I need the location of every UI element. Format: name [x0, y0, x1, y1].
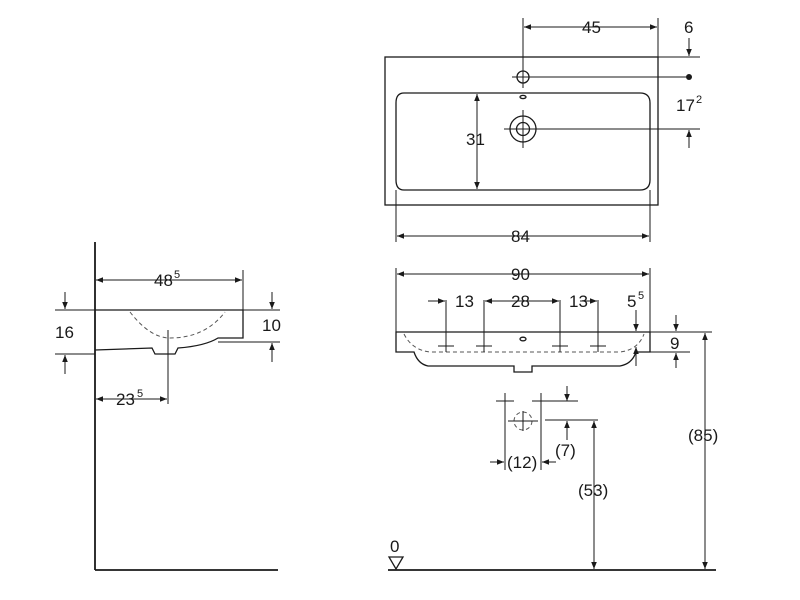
front-height-85-label: (85) — [688, 426, 718, 445]
front-tap-holes — [438, 300, 606, 352]
side-width-label: 48 — [154, 271, 173, 290]
front-view: 90 13 28 13 5 5 9 (85) — [387, 265, 718, 571]
front-overall-width-label: 90 — [511, 265, 530, 284]
top-basin-outline — [384, 56, 659, 206]
top-bowl-outline — [395, 92, 651, 191]
side-drain-offset-sup: 5 — [137, 388, 143, 400]
tap-from-back-label: 6 — [684, 18, 693, 37]
trap-7-label: (7) — [555, 441, 576, 460]
side-drain-offset-label: 23 — [116, 390, 135, 409]
floor-level-label: 0 — [390, 537, 399, 556]
front-height-53-label: (53) — [578, 481, 608, 500]
front-d13-left-label: 13 — [455, 292, 474, 311]
front-rim-height-label: 9 — [670, 334, 679, 353]
side-height-total-label: 16 — [55, 323, 74, 342]
bowl-depth-label: 31 — [466, 130, 485, 149]
bowl-width-label: 84 — [511, 227, 530, 246]
tap-offset-label: 45 — [582, 18, 601, 37]
tap-depth-sup: 2 — [696, 94, 702, 106]
tap-depth-label: 17 — [676, 96, 695, 115]
front-d28-label: 28 — [511, 292, 530, 311]
side-width-sup: 5 — [174, 269, 180, 281]
front-d5-sup: 5 — [638, 290, 644, 302]
front-basin-profile — [395, 331, 651, 373]
tap-reference-dot — [686, 74, 692, 80]
drain-connection-markers — [496, 393, 598, 470]
side-basin-profile — [94, 309, 244, 404]
side-height-basin-label: 10 — [262, 316, 281, 335]
front-d13-right-label: 13 — [569, 292, 588, 311]
floor-level-icon — [387, 556, 405, 571]
side-view: 48 5 16 10 23 5 — [55, 242, 281, 571]
trap-12-label: (12) — [507, 453, 537, 472]
front-d5-label: 5 — [627, 292, 636, 311]
top-view: 45 6 17 2 31 84 — [384, 18, 702, 246]
